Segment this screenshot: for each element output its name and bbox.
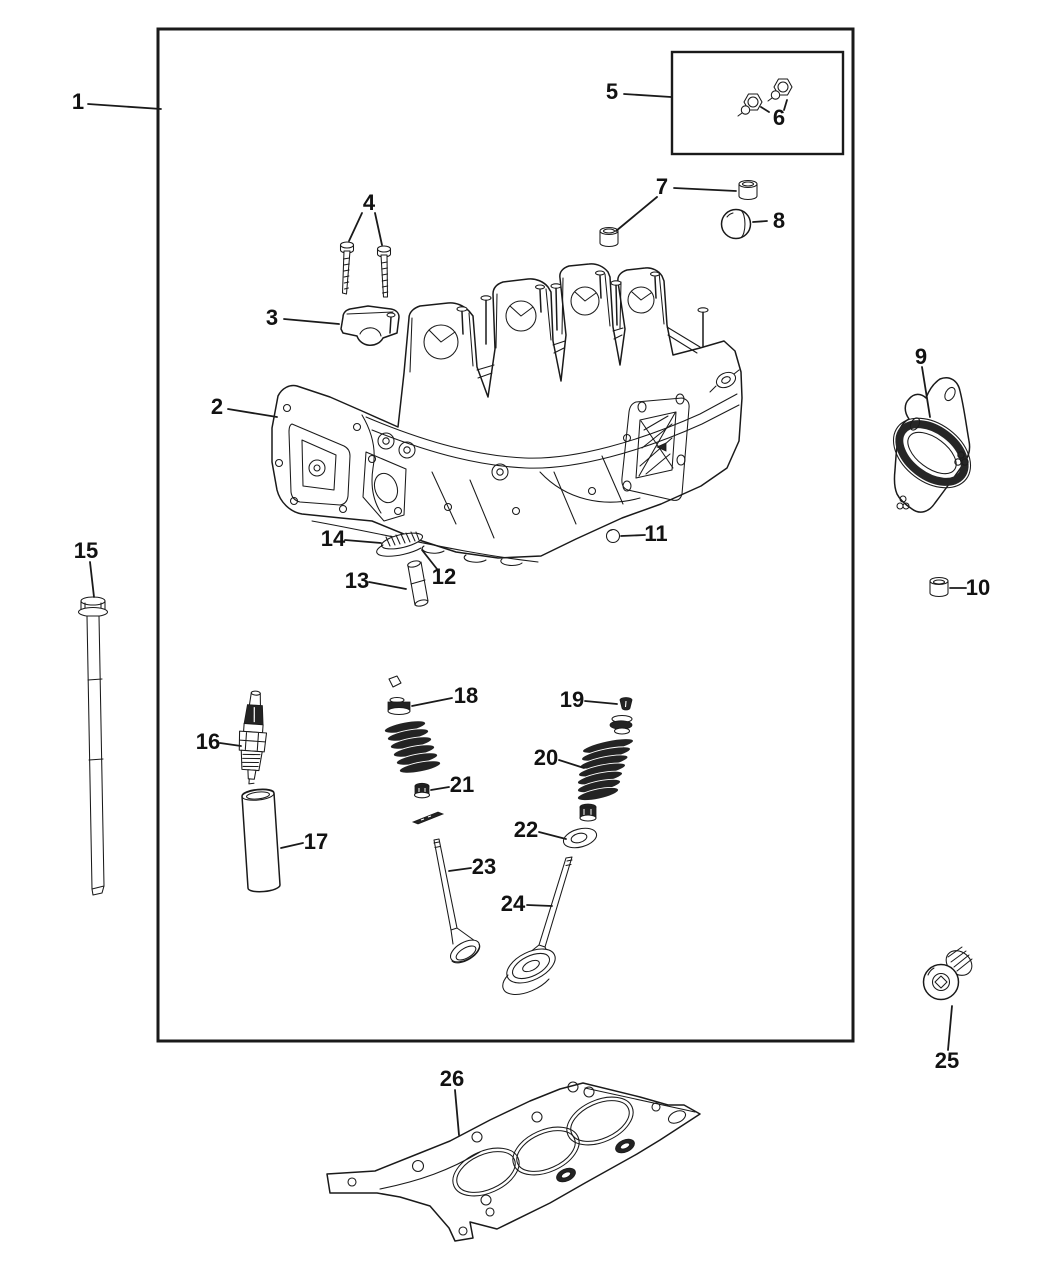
part-threaded-plug xyxy=(922,946,973,1001)
part-spark-plug-tube xyxy=(241,788,281,893)
leader-23 xyxy=(448,867,472,872)
callout-26[interactable]: 26 xyxy=(440,1066,464,1091)
leader-7b xyxy=(615,196,658,232)
callout-3[interactable]: 3 xyxy=(266,305,278,330)
part-valve-guide xyxy=(407,560,429,607)
leader-6a xyxy=(760,106,770,113)
leader-16 xyxy=(219,742,242,747)
callout-8[interactable]: 8 xyxy=(773,208,785,233)
part-retainer-and-spring-left xyxy=(383,675,442,774)
callout-20[interactable]: 20 xyxy=(534,745,558,770)
leader-lines xyxy=(87,93,967,1136)
leader-6b xyxy=(783,99,788,111)
leader-4b xyxy=(374,212,383,246)
part-cap-bolts xyxy=(339,241,392,298)
assembly-boundary-box xyxy=(156,27,855,1043)
part-cylinder-head xyxy=(271,263,743,566)
callout-labels: 1 2 3 4 5 6 7 8 9 10 11 12 13 14 15 16 1… xyxy=(72,79,990,1091)
leader-19 xyxy=(584,700,618,705)
callout-21[interactable]: 21 xyxy=(450,772,474,797)
leader-12 xyxy=(421,549,438,570)
callout-18[interactable]: 18 xyxy=(454,683,478,708)
callout-9[interactable]: 9 xyxy=(915,344,927,369)
callout-4[interactable]: 4 xyxy=(363,190,376,215)
part-head-gasket xyxy=(326,1081,701,1242)
part-oval-seal xyxy=(376,531,424,557)
part-spring-seat xyxy=(411,782,445,825)
callout-13[interactable]: 13 xyxy=(345,568,369,593)
leader-15 xyxy=(89,561,95,598)
callout-12[interactable]: 12 xyxy=(432,564,456,589)
leader-18 xyxy=(411,697,453,707)
part-dowel-cup xyxy=(929,576,949,598)
leader-9 xyxy=(921,366,931,418)
callout-16[interactable]: 16 xyxy=(196,729,220,754)
callout-23[interactable]: 23 xyxy=(472,854,496,879)
part-keeper-retainer-right xyxy=(609,697,633,735)
part-valve-right xyxy=(502,856,573,995)
part-spring-washer xyxy=(562,827,598,849)
leader-2 xyxy=(227,408,278,418)
callout-17[interactable]: 17 xyxy=(304,829,328,854)
leader-25 xyxy=(947,1005,953,1051)
part-head-bolt xyxy=(77,596,109,896)
leader-11 xyxy=(620,534,646,537)
leader-17 xyxy=(280,842,304,849)
part-exhaust-gasket xyxy=(892,377,972,513)
part-spark-plug xyxy=(238,690,268,785)
part-stud-bolts xyxy=(737,78,793,117)
part-valve-spring-right xyxy=(576,738,634,822)
leader-4a xyxy=(348,212,363,242)
callout-6[interactable]: 6 xyxy=(773,105,785,130)
callout-1[interactable]: 1 xyxy=(72,89,84,114)
leader-8 xyxy=(752,220,768,223)
part-ball-plug xyxy=(605,528,621,544)
callout-15[interactable]: 15 xyxy=(74,538,98,563)
callout-19[interactable]: 19 xyxy=(560,687,584,712)
callout-24[interactable]: 24 xyxy=(501,891,526,916)
leader-14 xyxy=(344,539,382,544)
part-valve-left xyxy=(433,838,481,964)
callout-14[interactable]: 14 xyxy=(321,526,346,551)
leader-24 xyxy=(526,904,553,907)
leader-3 xyxy=(283,318,340,325)
leader-26 xyxy=(454,1089,460,1136)
leader-20 xyxy=(558,759,585,769)
leader-22 xyxy=(538,831,567,840)
part-sealing-caps xyxy=(599,179,758,248)
part-camshaft-bearing-cap xyxy=(340,305,400,347)
leader-21 xyxy=(430,786,450,791)
leader-7a xyxy=(673,187,737,192)
leader-1 xyxy=(87,103,162,110)
leader-13 xyxy=(368,581,407,590)
callout-11[interactable]: 11 xyxy=(644,521,667,546)
leader-5 xyxy=(623,93,672,98)
callout-7[interactable]: 7 xyxy=(656,174,668,199)
callout-25[interactable]: 25 xyxy=(935,1048,959,1073)
callout-10[interactable]: 10 xyxy=(966,575,990,600)
callout-5[interactable]: 5 xyxy=(606,79,618,104)
part-cup-plug xyxy=(720,208,752,240)
hardware-inset-box xyxy=(670,50,845,156)
callout-22[interactable]: 22 xyxy=(514,817,538,842)
callout-2[interactable]: 2 xyxy=(211,394,223,419)
